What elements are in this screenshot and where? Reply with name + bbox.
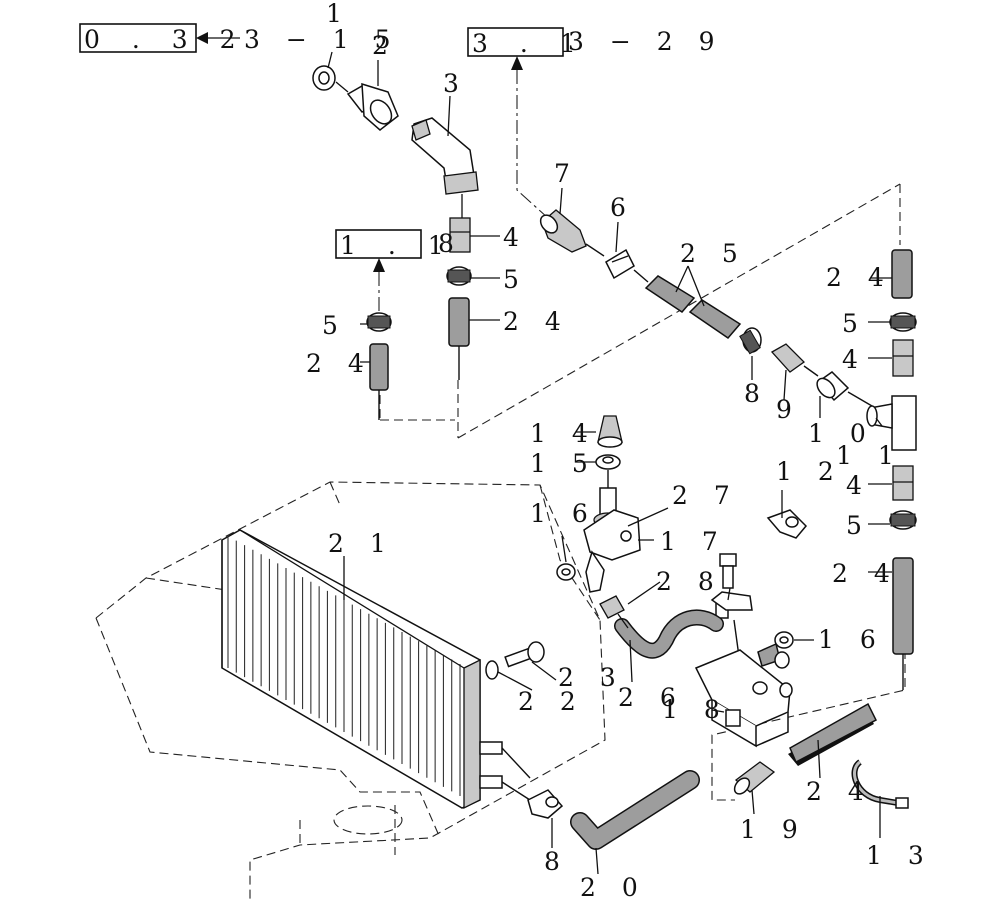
- hose-clamp-5c[interactable]: [889, 312, 917, 332]
- hose-clamp-5b[interactable]: [366, 312, 392, 332]
- callout-28: 2 8: [656, 567, 723, 596]
- callout-12: 1 2: [776, 457, 843, 486]
- callout-18: 1 8: [662, 695, 729, 724]
- callout-5-lower: 5: [846, 511, 871, 540]
- core-pipe-outlets[interactable]: [479, 741, 531, 801]
- callout-8-bottom: 8: [544, 847, 569, 876]
- heater-hose-26[interactable]: [614, 609, 724, 659]
- callout-4-lower: 4: [846, 471, 871, 500]
- callout-4: 4: [503, 223, 528, 252]
- hose-clamp-6[interactable]: [605, 248, 635, 280]
- coupling-4b[interactable]: [892, 339, 914, 377]
- callout-10: 1 0: [808, 419, 875, 448]
- callout-20: 2 0: [580, 873, 647, 902]
- nut-15[interactable]: [595, 454, 621, 470]
- pipe-clip-12[interactable]: [766, 509, 808, 539]
- callout-21: 2 1: [328, 529, 395, 558]
- hose-clamp-8a[interactable]: [739, 327, 762, 355]
- callout-1: 1: [326, 0, 351, 28]
- reference-box-a-label: 0 . 3 2: [84, 25, 248, 54]
- reference-arrow-b: [511, 56, 549, 219]
- callout-8: 8: [438, 229, 463, 258]
- callout-7: 7: [554, 159, 579, 188]
- control-knob-14[interactable]: [597, 415, 623, 448]
- callout-17: 1 7: [660, 527, 727, 556]
- circlip-16b[interactable]: [774, 631, 794, 649]
- hose-24e[interactable]: [788, 702, 877, 766]
- adapter-2[interactable]: [346, 82, 399, 131]
- circlip-16a[interactable]: [556, 563, 576, 581]
- callout-24-lower: 2 4: [832, 559, 899, 588]
- callout-labels: 1 2 3 4 5 8 5 2 4 5 2 4 7 6 2 5 8 9 1 0 …: [306, 0, 933, 902]
- callout-6: 6: [610, 193, 635, 222]
- callout-25: 2 5: [680, 239, 747, 268]
- callout-24-bottom: 2 4: [806, 777, 873, 806]
- reference-box-c-label: 1 . 1: [340, 231, 456, 260]
- callout-11: 1 1: [836, 441, 903, 470]
- callout-5-left: 5: [322, 311, 347, 340]
- callout-24-left: 2 4: [306, 349, 373, 378]
- reference-arrow-a: [196, 32, 240, 44]
- tee-fitting-11[interactable]: [866, 395, 917, 451]
- washer-22[interactable]: [485, 660, 499, 680]
- bolt-23[interactable]: [504, 641, 545, 668]
- callout-8-right: 8: [744, 379, 769, 408]
- hose-clamp-5a[interactable]: [446, 266, 472, 286]
- reference-suffix-a: 3 − 1 5: [244, 25, 400, 54]
- coupling-4c[interactable]: [892, 465, 914, 501]
- pipe-clip-8b[interactable]: [527, 789, 564, 819]
- callout-23: 2 3: [558, 663, 625, 692]
- hose-25b[interactable]: [688, 299, 742, 339]
- coupling-4a[interactable]: [449, 217, 471, 253]
- callout-5-right: 5: [842, 309, 867, 338]
- reference-box-a[interactable]: 0 . 3 2: [79, 23, 248, 54]
- callout-5: 5: [503, 265, 528, 294]
- quick-coupler-7[interactable]: [537, 209, 587, 253]
- bracket-28[interactable]: [710, 591, 753, 611]
- callout-16-right: 1 6: [818, 625, 885, 654]
- callout-2: 2: [372, 31, 397, 60]
- reference-box-c[interactable]: 1 . 1: [335, 229, 456, 260]
- vehicle-body-outline: [95, 481, 606, 900]
- heater-core-21[interactable]: [221, 529, 481, 810]
- washer-1[interactable]: [312, 65, 336, 91]
- fitting-19[interactable]: [732, 761, 776, 797]
- hose-25a[interactable]: [644, 275, 696, 313]
- hose-clamp-5d[interactable]: [889, 510, 917, 530]
- callout-14: 1 4: [530, 419, 597, 448]
- callout-9: 9: [776, 395, 801, 424]
- hose-plug-16[interactable]: [757, 642, 790, 669]
- reference-suffix-b: 3 − 2 9: [568, 27, 724, 56]
- hose-20[interactable]: [570, 770, 700, 850]
- reference-box-b-label: 3 . 1: [472, 29, 588, 58]
- callout-22: 2 2: [518, 687, 585, 716]
- heater-core-fins: [227, 536, 461, 796]
- nipple-9[interactable]: [770, 343, 806, 373]
- callout-19: 1 9: [740, 815, 807, 844]
- callout-4-right: 4: [842, 345, 867, 374]
- leader-lines: [327, 51, 892, 875]
- callout-26: 2 6: [618, 683, 685, 712]
- valve-lever-17[interactable]: [583, 509, 641, 593]
- callout-24: 2 4: [503, 307, 570, 336]
- hose-24c[interactable]: [891, 249, 913, 299]
- reference-box-b[interactable]: 3 . 1: [467, 27, 588, 58]
- callout-16: 1 6: [530, 499, 597, 528]
- callout-24-right: 2 4: [826, 263, 893, 292]
- nut-10[interactable]: [814, 371, 850, 402]
- reference-arrow-c: [373, 258, 385, 312]
- callout-13: 1 3: [866, 841, 933, 870]
- callout-27: 2 7: [672, 481, 739, 510]
- callout-15: 1 5: [530, 449, 597, 478]
- bolt-28[interactable]: [719, 553, 737, 589]
- elbow-fitting-3[interactable]: [411, 117, 479, 195]
- assembly-envelope-upper: [379, 183, 906, 801]
- callout-3: 3: [443, 69, 468, 98]
- hose-24a[interactable]: [448, 297, 470, 347]
